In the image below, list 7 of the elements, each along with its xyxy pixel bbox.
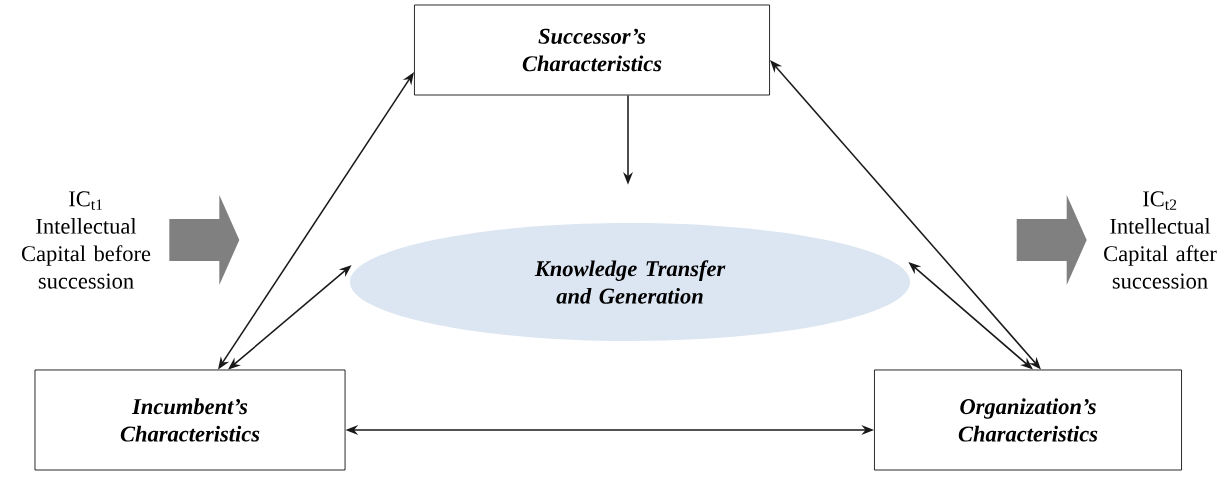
- process-box: Organization’s Characteristics: [874, 369, 1182, 471]
- stage-label: IC$_{t2}$ Intellectual Capital after succession: [1104, 191, 1217, 289]
- process-box: Successor’s Characteristics: [414, 4, 770, 96]
- process-box: Incumbent’s Characteristics: [34, 369, 346, 471]
- stage-label: IC$_{t1}$ Intellectual Capital before succession: [22, 191, 151, 289]
- block-arrow: [169, 195, 240, 285]
- block-arrow: [1016, 195, 1087, 285]
